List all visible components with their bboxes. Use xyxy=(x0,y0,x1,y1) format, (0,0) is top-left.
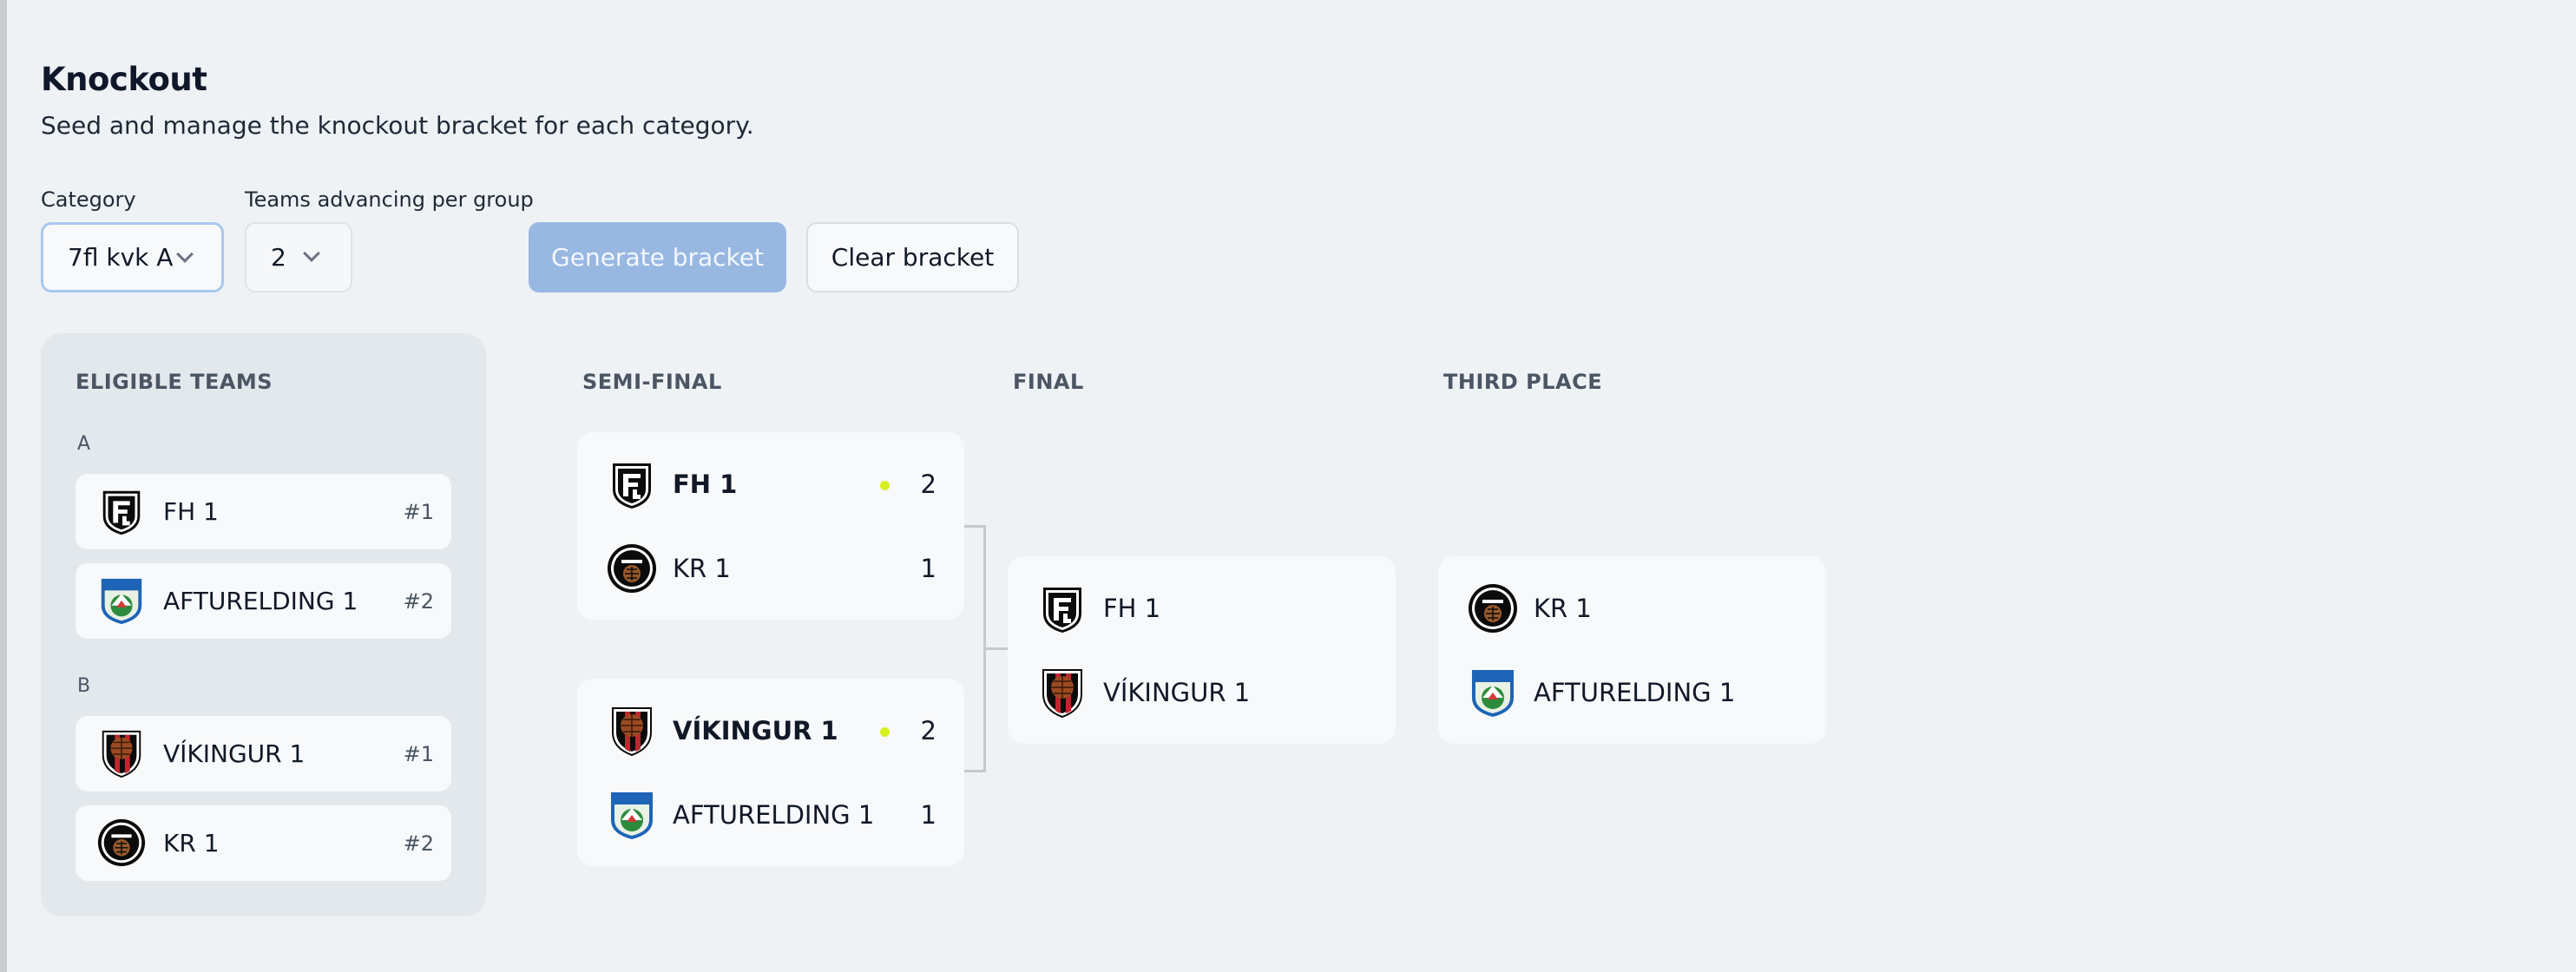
bracket-connector-stub xyxy=(986,647,1008,650)
advancing-select[interactable]: 2 xyxy=(245,222,352,292)
semi-final-match-1[interactable]: FH 1 2 KR 1 1 xyxy=(577,432,964,620)
group-label-b: B xyxy=(77,675,91,697)
team-name: AFTURELDING 1 xyxy=(1534,678,1736,707)
team-name: KR 1 xyxy=(163,829,220,857)
category-select[interactable]: 7fl kvk A xyxy=(41,222,224,292)
match-slot-home: FH 1 xyxy=(1008,567,1396,650)
fh-logo-icon xyxy=(96,486,147,536)
chevron-down-icon xyxy=(303,245,320,262)
fh-logo-icon xyxy=(606,458,658,510)
semi-final-match-2[interactable]: VÍKINGUR 1 2 AFTURELDING 1 1 xyxy=(577,679,964,866)
team-score: 1 xyxy=(920,800,936,830)
team-name: AFTURELDING 1 xyxy=(163,587,358,615)
eligible-team-row[interactable]: VÍKINGUR 1 #1 xyxy=(76,716,451,791)
match-slot-away: AFTURELDING 1 1 xyxy=(577,773,964,857)
match-slot-home: KR 1 xyxy=(1438,567,1826,650)
team-seed: #1 xyxy=(403,499,434,524)
final-heading: FINAL xyxy=(1013,370,1084,394)
match-slot-home: VÍKINGUR 1 2 xyxy=(577,689,964,772)
team-name: FH 1 xyxy=(673,470,738,499)
vikingur-logo-icon xyxy=(1036,667,1088,719)
advancing-value: 2 xyxy=(271,243,286,272)
vikingur-logo-icon xyxy=(606,705,658,757)
team-name: KR 1 xyxy=(1534,594,1592,623)
eligible-team-row[interactable]: AFTURELDING 1 #2 xyxy=(76,563,451,639)
team-score: 1 xyxy=(920,554,936,583)
group-label-a: A xyxy=(77,433,91,455)
generate-bracket-button[interactable]: Generate bracket xyxy=(529,222,786,292)
page-title: Knockout xyxy=(41,61,207,98)
clear-bracket-button[interactable]: Clear bracket xyxy=(806,222,1019,292)
eligible-team-row[interactable]: FH 1 #1 xyxy=(76,474,451,549)
team-name: VÍKINGUR 1 xyxy=(673,716,838,745)
page-subtitle: Seed and manage the knockout bracket for… xyxy=(41,111,754,140)
final-match[interactable]: FH 1 VÍKINGUR 1 xyxy=(1008,556,1396,744)
winner-indicator xyxy=(880,727,890,737)
winner-indicator xyxy=(880,481,890,490)
match-slot-away: AFTURELDING 1 xyxy=(1438,651,1826,734)
team-name: FH 1 xyxy=(163,497,219,526)
afturelding-logo-icon xyxy=(606,789,658,841)
category-label: Category xyxy=(41,187,136,212)
match-slot-away: KR 1 1 xyxy=(577,527,964,610)
third-place-heading: THIRD PLACE xyxy=(1443,370,1603,394)
kr-logo-icon xyxy=(96,818,147,868)
kr-logo-icon xyxy=(1467,582,1519,634)
vikingur-logo-icon xyxy=(96,728,147,778)
team-name: AFTURELDING 1 xyxy=(673,800,875,830)
team-seed: #2 xyxy=(403,831,434,856)
team-seed: #1 xyxy=(403,741,434,766)
team-name: KR 1 xyxy=(673,554,731,583)
third-place-match[interactable]: KR 1 AFTURELDING 1 xyxy=(1438,556,1826,744)
fh-logo-icon xyxy=(1036,582,1088,634)
kr-logo-icon xyxy=(606,542,658,594)
team-name: FH 1 xyxy=(1103,594,1161,623)
team-score: 2 xyxy=(920,716,936,745)
chevron-down-icon xyxy=(176,246,194,263)
team-seed: #2 xyxy=(403,588,434,614)
team-score: 2 xyxy=(920,470,936,499)
bracket-connector xyxy=(964,525,986,772)
eligible-teams-heading: ELIGIBLE TEAMS xyxy=(76,370,273,394)
semi-final-heading: SEMI-FINAL xyxy=(582,370,722,394)
advancing-label: Teams advancing per group xyxy=(245,187,534,212)
team-name: VÍKINGUR 1 xyxy=(163,739,306,768)
category-value: 7fl kvk A xyxy=(68,243,174,272)
left-rail xyxy=(0,0,7,972)
afturelding-logo-icon xyxy=(96,575,147,626)
team-name: VÍKINGUR 1 xyxy=(1103,678,1251,707)
eligible-team-row[interactable]: KR 1 #2 xyxy=(76,805,451,881)
match-slot-home: FH 1 2 xyxy=(577,443,964,526)
afturelding-logo-icon xyxy=(1467,667,1519,719)
match-slot-away: VÍKINGUR 1 xyxy=(1008,651,1396,734)
